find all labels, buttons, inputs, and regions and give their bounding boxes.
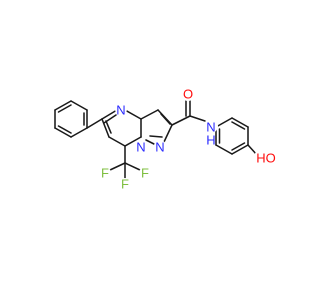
fluorine-left-label: F [101, 166, 109, 181]
amide-hydrogen-label: H [206, 133, 215, 148]
bridge-nitrogen-label: N [136, 140, 145, 155]
trifluoromethyl-group [109, 145, 141, 179]
ring-nitrogen-label: N [116, 103, 125, 118]
amide-group [171, 98, 206, 126]
hydroxyl-label: HO [256, 151, 276, 166]
hydroxyphenyl-ring [215, 117, 258, 156]
fluorine-right-label: F [141, 166, 149, 181]
amide-nitrogen-label: N [206, 120, 215, 135]
pyrazole-nitrogen-label: N [155, 140, 164, 155]
pyrimidine-ring [86, 109, 142, 147]
phenyl-ring [54, 100, 88, 138]
carbonyl-oxygen-label: O [183, 87, 193, 102]
atom-labels: N N N N H O HO F F F [99, 87, 276, 192]
molecule-structure: N N N N H O HO F F F [54, 87, 276, 192]
pyrazole-ring [140, 109, 173, 147]
fluorine-bottom-label: F [121, 177, 129, 192]
